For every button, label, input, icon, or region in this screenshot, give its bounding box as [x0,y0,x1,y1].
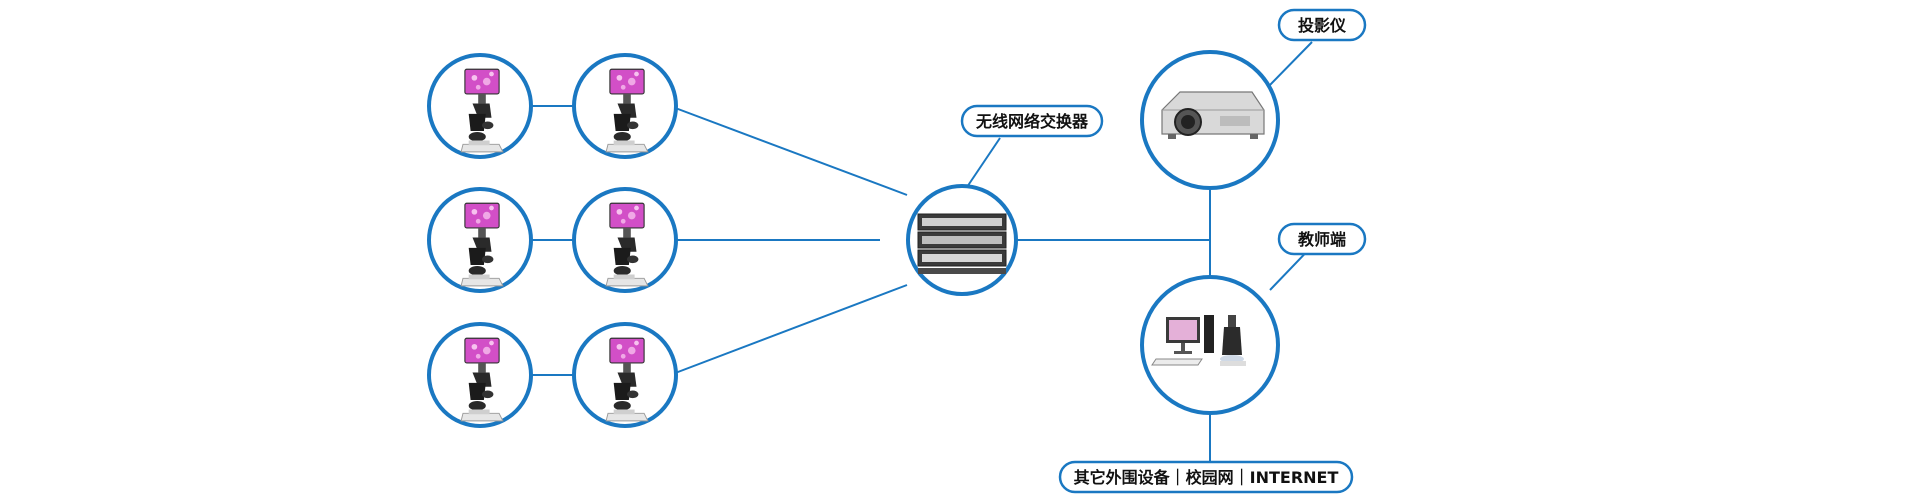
link-mic2-switch [669,105,908,196]
teacher-label-text: 教师端 [1298,230,1346,249]
link-mic6-switch [669,284,908,376]
projector-label-text: 投影仪 [1298,16,1347,35]
link-switch-label [964,137,1001,191]
projector-icon [1161,91,1265,139]
link-projector-label [1264,41,1313,91]
microscope-node [427,322,533,428]
switch-label-text: 无线网络交换器 [975,112,1089,131]
workstation-icon [1151,315,1246,366]
microscope-node [427,187,533,293]
teacher-node [1140,275,1280,415]
microscope-node [572,322,678,428]
microscope-node [572,187,678,293]
network-switch-icon [917,213,1007,274]
microscope-node [572,53,678,159]
switch-node [906,184,1018,296]
teacher-label: 教师端 [1277,222,1367,256]
microscope-node [427,53,533,159]
peripherals-label: 其它外围设备｜校园网｜INTERNET [1058,460,1354,494]
peripherals-label-text: 其它外围设备｜校园网｜INTERNET [1074,468,1339,487]
switch-label: 无线网络交换器 [960,104,1104,138]
projector-label: 投影仪 [1277,8,1367,42]
projector-node [1140,50,1280,190]
